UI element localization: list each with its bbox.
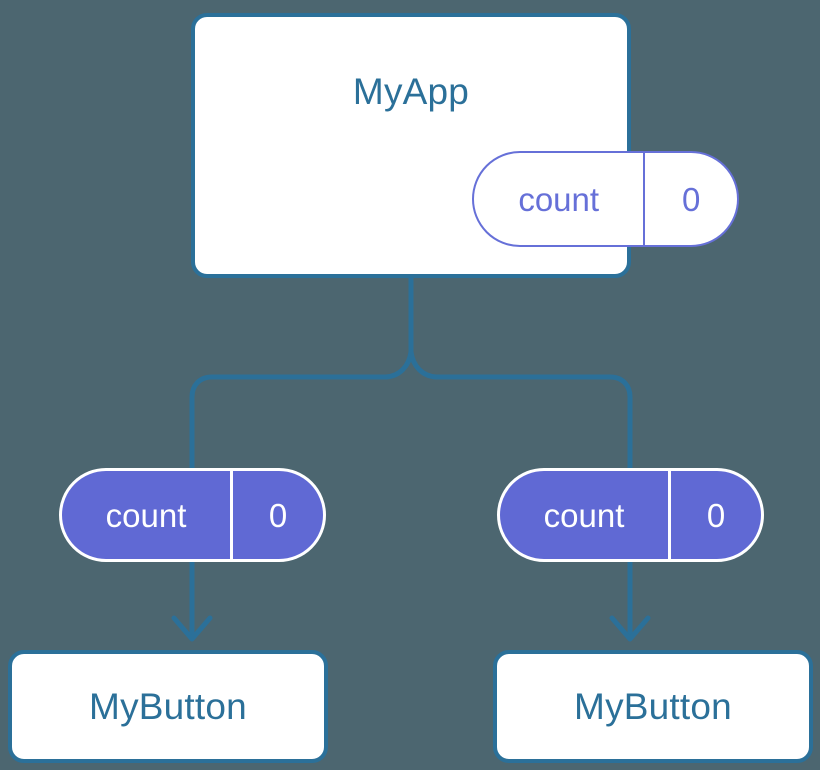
state-value: 0 [643, 153, 737, 245]
component-title-mybutton: MyButton [89, 685, 247, 727]
left-arrowhead-icon [171, 615, 213, 642]
component-title-mybutton: MyButton [574, 685, 732, 727]
split-to-right-state [408, 349, 633, 473]
state-key: count [518, 180, 600, 218]
component-title-myapp: MyApp [352, 71, 470, 112]
component-card-mybutton-right[interactable]: MyButton [493, 650, 813, 763]
state-pill-root[interactable]: count 0 [472, 151, 739, 247]
state-pill-left[interactable]: count 0 [59, 468, 326, 562]
right-arrowhead-icon [609, 615, 651, 642]
state-key: count [543, 496, 625, 534]
state-value: 0 [668, 471, 761, 559]
state-pill-right[interactable]: count 0 [497, 468, 764, 562]
split-to-left-state [189, 349, 414, 473]
state-key: count [105, 496, 187, 534]
component-card-myapp[interactable]: MyApp count 0 [191, 13, 739, 278]
state-value: 0 [230, 471, 323, 559]
component-card-mybutton-left[interactable]: MyButton [8, 650, 328, 763]
